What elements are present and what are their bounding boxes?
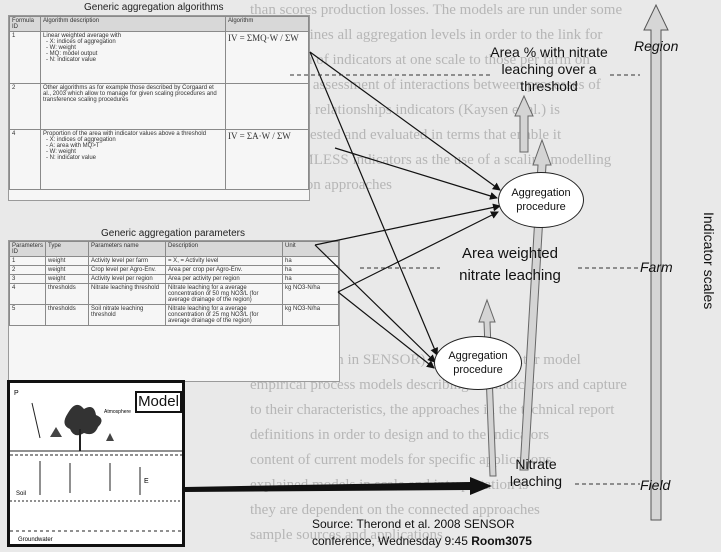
table-row: 4 Proportion of the area with indicator …: [9, 129, 309, 190]
model-label: Model: [135, 391, 182, 413]
param-description: Area per crop per Agro-Env.: [165, 265, 284, 275]
col-unit: Unit: [282, 241, 339, 257]
plot-label: E: [144, 478, 149, 485]
area-weighted-label: Area weighted nitrate leaching: [459, 245, 561, 284]
background-text-line: content of current models for specific a…: [250, 452, 552, 468]
param-name: Activity level per region: [88, 274, 167, 284]
plot-label: Groundwater: [18, 537, 53, 543]
background-text-line: than scores production losses. The model…: [250, 2, 623, 18]
algorithm-bullets: - X: indices of aggregation - A: area wi…: [43, 137, 223, 161]
algorithm-description-text: Linear weighted average with: [43, 33, 122, 39]
param-unit: kg NO3-N/ha: [282, 283, 339, 305]
param-type: weight: [45, 256, 90, 266]
scale-farm: Farm: [640, 259, 673, 275]
param-id: 5: [8, 304, 47, 326]
param-name: Soil nitrate leaching threshold: [88, 304, 167, 326]
algorithm-description: Linear weighted average with - X: indice…: [40, 31, 226, 84]
aggregation-procedure-region: Aggregation procedure: [498, 172, 584, 228]
model-schematic: P Soil Groundwater E Atmosphere: [10, 390, 182, 543]
algorithm-formula: IV = ΣA·W / ΣW: [225, 129, 309, 190]
background-text-line: that combines all aggregation levels in …: [250, 27, 603, 43]
background-text-line: they are dependent on the connected appr…: [250, 502, 540, 518]
nitrate-leaching-label: Nitrate leaching: [509, 456, 563, 489]
area-percent-label: Area % with nitrate leaching over a thre…: [490, 44, 608, 94]
scale-field: Field: [640, 477, 671, 493]
param-id: 1: [8, 256, 47, 266]
formula-id: 1: [9, 31, 41, 84]
param-type: weight: [45, 274, 90, 284]
param-type: thresholds: [45, 283, 90, 305]
param-description: Nitrate leaching for a average concentra…: [165, 304, 284, 326]
background-text-line: to their characteristics, the approaches…: [250, 402, 615, 418]
background-text-line: definitions in order to design and to th…: [250, 427, 550, 443]
algorithm-formula: [225, 83, 309, 130]
source-room: Room3075: [471, 534, 532, 548]
parameters-table: Parameters ID Type Parameters name Descr…: [8, 241, 339, 326]
algorithm-description: Other algorithms as for example those de…: [40, 83, 226, 130]
param-unit: ha: [282, 256, 339, 266]
formula-text: IV = ΣA·W / ΣW: [228, 131, 291, 141]
table-row: 2 Other algorithms as for example those …: [9, 83, 309, 130]
bullet: - N: indicator value: [46, 57, 97, 63]
param-description: Nitrate leaching for a average concentra…: [165, 283, 284, 305]
param-unit: kg NO3-N/ha: [282, 304, 339, 326]
col-parameters-name: Parameters name: [88, 241, 167, 257]
bullet: - W: weight: [46, 45, 76, 51]
bullet: - X: indices of aggregation: [46, 137, 116, 143]
indicator-scales-title: Indicator scales: [701, 212, 717, 310]
plot-label: Soil: [16, 491, 26, 497]
bullet: - X: indices of aggregation: [46, 39, 116, 45]
param-name: Nitrate leaching threshold: [88, 283, 167, 305]
param-unit: ha: [282, 274, 339, 284]
parameters-title: Generic aggregation parameters: [101, 228, 245, 239]
algorithm-formula: IV = ΣMQ·W / ΣW: [225, 31, 309, 84]
param-type: thresholds: [45, 304, 90, 326]
parameters-panel: Generic aggregation parameters Parameter…: [8, 228, 340, 382]
algorithm-bullets: - X: indices of aggregation - W: weight …: [43, 39, 223, 63]
aggregation-procedure-farm: Aggregation procedure: [434, 336, 522, 390]
formula-text: IV = ΣMQ·W / ΣW: [228, 33, 299, 43]
algorithms-panel: Generic aggregation algorithms Formula I…: [8, 2, 310, 201]
algorithm-description-text: Proportion of the area with indicator va…: [43, 131, 207, 137]
bullet: - A: area with MQ>T: [46, 143, 100, 149]
algorithms-table: Formula ID Algorithm description Algorit…: [9, 16, 309, 190]
source-line-2-text: conference, Wednesday 9:45: [312, 534, 472, 548]
col-formula-id: Formula ID: [9, 16, 41, 32]
formula-id: 2: [9, 83, 41, 130]
table-row: 1 Linear weighted average with - X: indi…: [9, 31, 309, 84]
param-type: weight: [45, 265, 90, 275]
param-name: Crop level per Agro-Env.: [88, 265, 167, 275]
param-id: 4: [8, 283, 47, 305]
algorithms-title: Generic aggregation algorithms: [84, 2, 224, 13]
col-parameters-id: Parameters ID: [8, 241, 47, 257]
background-text-line: explained models in scale and interpreta…: [250, 477, 529, 493]
col-description: Description: [165, 241, 284, 257]
source-line-2: conference, Wednesday 9:45 Room3075: [312, 533, 532, 550]
col-algorithm-description: Algorithm description: [40, 16, 226, 32]
param-description: = X, = Activity level: [165, 256, 284, 266]
col-type: Type: [45, 241, 90, 257]
background-text-line: sample sources and applications: [250, 527, 443, 543]
source-line-1: Source: Therond et al. 2008 SENSOR: [312, 517, 515, 531]
param-id: 3: [8, 274, 47, 284]
param-id: 2: [8, 265, 47, 275]
scale-region: Region: [634, 38, 679, 54]
plot-label: Atmosphere: [104, 409, 131, 415]
col-algorithm: Algorithm: [225, 16, 309, 32]
bullet: - N: indicator value: [46, 155, 97, 161]
plot-label: P: [14, 390, 19, 397]
algorithm-description: Proportion of the area with indicator va…: [40, 129, 226, 190]
source-caption: Source: Therond et al. 2008 SENSOR confe…: [312, 516, 532, 550]
param-unit: ha: [282, 265, 339, 275]
formula-id: 4: [9, 129, 41, 190]
param-name: Activity level per farm: [88, 256, 167, 266]
bullet: - MQ: model output: [46, 51, 98, 57]
bullet: - W: weight: [46, 149, 76, 155]
param-description: Area per activity per region: [165, 274, 284, 284]
